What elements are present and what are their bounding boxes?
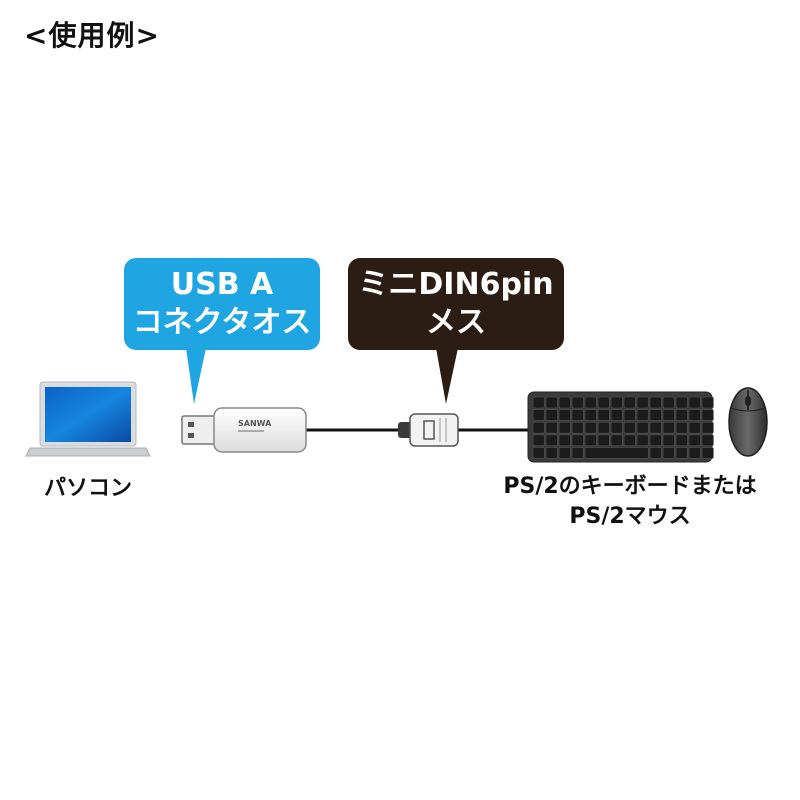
key [571,409,584,421]
key [597,434,610,447]
key [623,421,636,434]
key [688,409,701,421]
keyboard-label-line2: PS/2マウス [569,504,691,529]
key [649,434,662,447]
key [662,447,675,459]
key [649,447,662,459]
key [545,434,558,447]
key [636,421,649,434]
key [623,434,636,447]
key [649,409,662,421]
key [649,396,662,409]
key [675,409,688,421]
usb-connector-icon: SANWA [181,407,307,453]
key [623,396,636,409]
key [532,396,545,409]
key [558,447,571,459]
key [558,421,571,434]
key [701,396,714,409]
key [532,447,545,459]
key [662,396,675,409]
key [584,434,597,447]
key [558,409,571,421]
key [610,396,623,409]
key [636,396,649,409]
key [610,409,623,421]
key [675,396,688,409]
keyboard-icon [527,391,714,463]
key [532,409,545,421]
key [571,421,584,434]
pc-label: パソコン [44,476,133,501]
key [675,447,688,459]
usb-bubble-tail [186,348,206,404]
key [597,396,610,409]
key [584,409,597,421]
key [545,409,558,421]
keyboard-mouse-label: PS/2のキーボードまたは PS/2マウス [490,472,770,532]
key [610,421,623,434]
key [662,421,675,434]
key [597,409,610,421]
laptop-icon [25,381,151,457]
usb-callout-line2: コネクタオス [132,305,312,340]
key [636,434,649,447]
key [649,421,662,434]
key [675,434,688,447]
key [558,434,571,447]
key [688,434,701,447]
keyboard-label-line1: PS/2のキーボードまたは [503,474,757,499]
key [701,434,714,447]
mini-din-callout: ミニDIN6pin メス [348,258,564,350]
din-callout-line1: ミニDIN6pin [358,267,554,302]
key [623,409,636,421]
key [662,409,675,421]
page-title: <使用例> [24,19,160,52]
usb-a-connector-callout: USB A コネクタオス [124,258,320,350]
key [571,447,584,459]
din-connector-icon [398,413,459,447]
key [571,396,584,409]
key [636,409,649,421]
key [545,396,558,409]
key [545,421,558,434]
key [688,447,701,459]
key [532,434,545,447]
cable-logo: SANWA [238,419,272,428]
usb-callout-line1: USB A [170,267,274,302]
key [571,434,584,447]
key [610,434,623,447]
key [532,421,545,434]
key [688,421,701,434]
key [584,396,597,409]
mouse-icon [728,387,768,457]
key [662,434,675,447]
key [701,447,714,459]
key [597,421,610,434]
spacebar-key [584,447,649,459]
din-bubble-tail [436,348,458,404]
key [545,447,558,459]
din-callout-line2: メス [426,305,486,340]
key [558,396,571,409]
key [701,421,714,434]
key [701,409,714,421]
key [688,396,701,409]
key [675,421,688,434]
key [584,421,597,434]
